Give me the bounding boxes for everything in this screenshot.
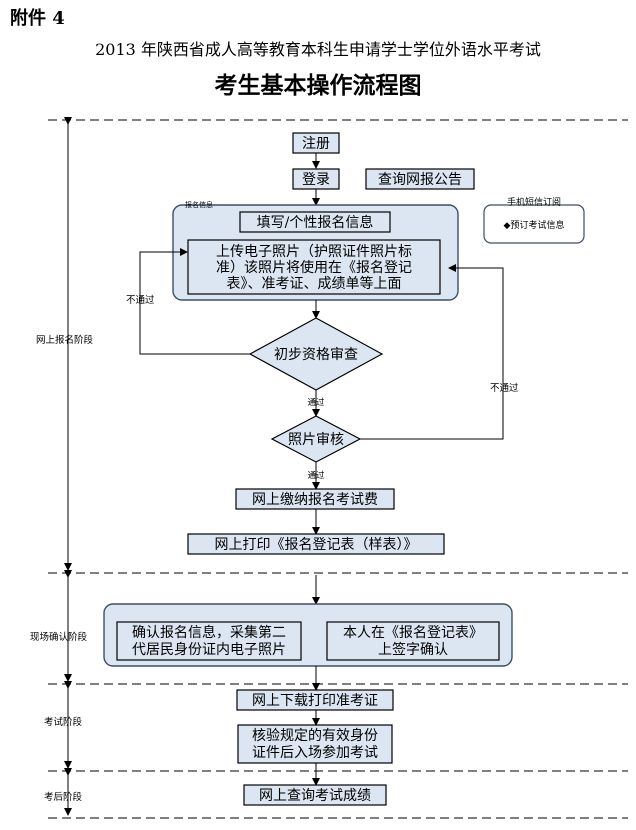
pay-fee-box bbox=[235, 488, 395, 510]
login-text: 登录 bbox=[302, 172, 330, 188]
query-score-text: 网上查询考试成绩 bbox=[259, 788, 371, 804]
sign-confirm-line-2: 上签字确认 bbox=[378, 641, 448, 658]
fail-right-label: 不通过 bbox=[490, 382, 519, 394]
verify-id-box bbox=[237, 724, 393, 764]
document-subtitle: 2013 年陕西省成人高等教育本科生申请学士学位外语水平考试 bbox=[95, 40, 541, 59]
initial-review-text: 初步资格审查 bbox=[274, 346, 358, 363]
flowchart-title: 考生基本操作流程图 bbox=[214, 72, 422, 99]
sign-confirm-box bbox=[326, 621, 500, 661]
print-form-text: 网上打印《报名登记表（样表）》 bbox=[215, 536, 418, 553]
arrow-fail-right-loop bbox=[360, 264, 504, 440]
upload-photo-line-1: 上传电子照片（护照证件照片标 bbox=[216, 244, 412, 260]
confirm-info-line-2: 代居民身份证内电子照片 bbox=[132, 642, 286, 658]
print-form-box bbox=[187, 533, 445, 555]
query-score-box bbox=[243, 784, 387, 806]
download-ticket-box bbox=[236, 689, 394, 711]
sms-subscription-box bbox=[483, 204, 585, 244]
stage-label-exam: 考试阶段 bbox=[44, 716, 83, 728]
stage-label-after: 考后阶段 bbox=[44, 791, 83, 803]
sms-subscription-title: 手机短信订阅 bbox=[507, 196, 561, 208]
stage-label-onsite: 现场确认阶段 bbox=[30, 631, 88, 643]
fail-left-label: 不通过 bbox=[126, 294, 155, 306]
fill-info-text: 填写/个性报名信息 bbox=[257, 214, 374, 231]
pass-label-1: 通过 bbox=[307, 397, 325, 408]
arrow-fail-left-loop bbox=[139, 248, 250, 355]
pass-label-2: 通过 bbox=[307, 470, 325, 481]
query-notice-text: 查询网报公告 bbox=[378, 172, 462, 188]
stage-label-online: 网上报名阶段 bbox=[36, 334, 94, 346]
upload-photo-line-3: 表》、准考证、成绩单等上面 bbox=[227, 275, 402, 292]
registration-info-group-label: 报名信息 bbox=[185, 200, 213, 209]
query-notice-box bbox=[365, 168, 475, 190]
download-ticket-text: 网上下载打印准考证 bbox=[252, 692, 378, 709]
sign-confirm-line-1: 本人在《报名登记表》 bbox=[343, 625, 483, 641]
verify-id-line-1: 核验规定的有效身份 bbox=[252, 728, 378, 744]
confirm-info-line-1: 确认报名信息，采集第二 bbox=[132, 624, 286, 641]
register-text: 注册 bbox=[302, 136, 330, 152]
fill-info-box bbox=[239, 211, 391, 233]
attachment-label: 附件 4 bbox=[10, 8, 65, 29]
upload-photo-box bbox=[187, 239, 441, 295]
upload-photo-line-2: 准）该照片将使用在《报名登记 bbox=[216, 259, 412, 276]
photo-review-text: 照片审核 bbox=[288, 432, 344, 448]
confirm-info-box bbox=[116, 621, 302, 661]
verify-id-line-2: 证件后入场参加考试 bbox=[252, 744, 378, 761]
pay-fee-text: 网上缴纳报名考试费 bbox=[252, 492, 378, 508]
sms-subscription-item: ◆预订考试信息 bbox=[504, 219, 565, 231]
